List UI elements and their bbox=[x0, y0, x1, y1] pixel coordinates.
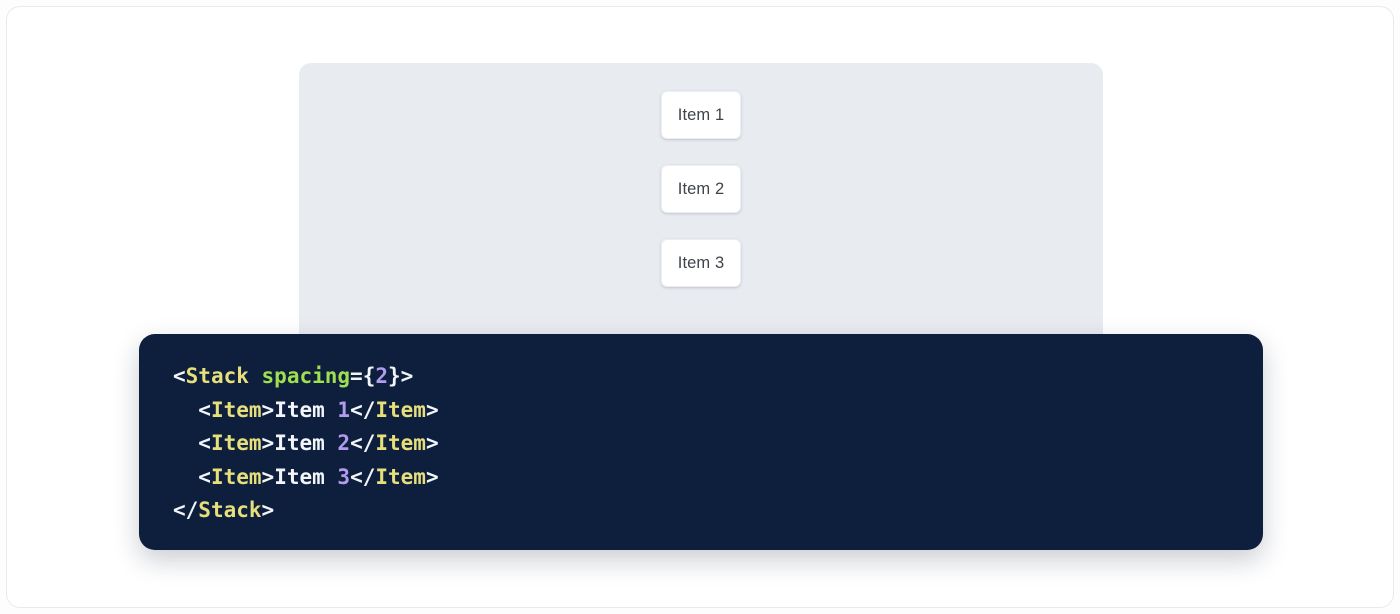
code-token-num: 3 bbox=[337, 464, 351, 489]
code-token-punc: > bbox=[261, 431, 275, 455]
code-token-text: Item bbox=[274, 431, 338, 455]
code-token-tag: Stack bbox=[185, 364, 249, 388]
code-line: <Item>Item 2</Item> bbox=[173, 427, 1263, 461]
code-token-punc: > bbox=[425, 431, 439, 455]
code-token-tag: Item bbox=[375, 464, 426, 489]
code-token-punc: </ bbox=[350, 464, 376, 489]
code-line: <Stack spacing={2}> bbox=[173, 360, 1263, 394]
stack-item[interactable]: Item 1 bbox=[661, 91, 741, 139]
code-token-tag: Item bbox=[210, 464, 262, 489]
code-token-punc: </ bbox=[350, 431, 376, 455]
code-token-punc: < bbox=[173, 364, 186, 388]
stack-item[interactable]: Item 3 bbox=[661, 239, 741, 287]
code-token-text: Item bbox=[274, 464, 338, 489]
code-token-punc: < bbox=[198, 431, 211, 455]
code-token-punc: > bbox=[261, 464, 275, 489]
code-token-punc: > bbox=[261, 498, 275, 522]
code-line: <Item>Item 1</Item> bbox=[173, 394, 1263, 428]
code-token-tag: Item bbox=[210, 431, 262, 455]
code-token-punc: </ bbox=[173, 498, 199, 522]
code-token-punc: > bbox=[261, 397, 275, 422]
code-token-tag: Item bbox=[375, 431, 426, 455]
code-token-attr: spacing bbox=[261, 364, 351, 388]
code-token-num: 2 bbox=[375, 364, 388, 388]
code-token-num: 2 bbox=[337, 431, 351, 455]
stack-item-label: Item 1 bbox=[677, 105, 725, 124]
code-indent bbox=[173, 431, 198, 455]
code-snippet-text: <Stack spacing={2}> <Item>Item 1</Item> … bbox=[173, 360, 1263, 528]
component-preview-panel: Item 1 Item 2 Item 3 bbox=[299, 63, 1103, 353]
code-token-punc bbox=[249, 364, 262, 388]
stack-item-label: Item 3 bbox=[677, 253, 725, 272]
code-token-num: 1 bbox=[337, 397, 351, 422]
code-token-tag: Item bbox=[210, 397, 262, 422]
code-indent bbox=[173, 465, 198, 489]
code-line: </Stack> bbox=[173, 494, 1263, 528]
stack-item-label: Item 2 bbox=[677, 179, 725, 198]
code-token-punc: </ bbox=[350, 397, 376, 422]
stack-item[interactable]: Item 2 bbox=[661, 165, 741, 213]
code-indent bbox=[173, 398, 198, 422]
code-token-punc: ={ bbox=[350, 364, 376, 388]
code-snippet-block[interactable]: <Stack spacing={2}> <Item>Item 1</Item> … bbox=[139, 334, 1263, 550]
code-token-tag: Item bbox=[375, 397, 426, 422]
code-token-punc: }> bbox=[388, 364, 414, 388]
stack-component: Item 1 Item 2 Item 3 bbox=[661, 91, 741, 287]
code-token-punc: < bbox=[198, 397, 211, 422]
code-token-punc: > bbox=[425, 464, 439, 489]
code-line: <Item>Item 3</Item> bbox=[173, 461, 1263, 495]
code-token-tag: Stack bbox=[198, 498, 262, 522]
code-token-punc: < bbox=[198, 464, 211, 489]
code-token-punc: > bbox=[425, 397, 439, 422]
code-token-text: Item bbox=[274, 397, 338, 422]
